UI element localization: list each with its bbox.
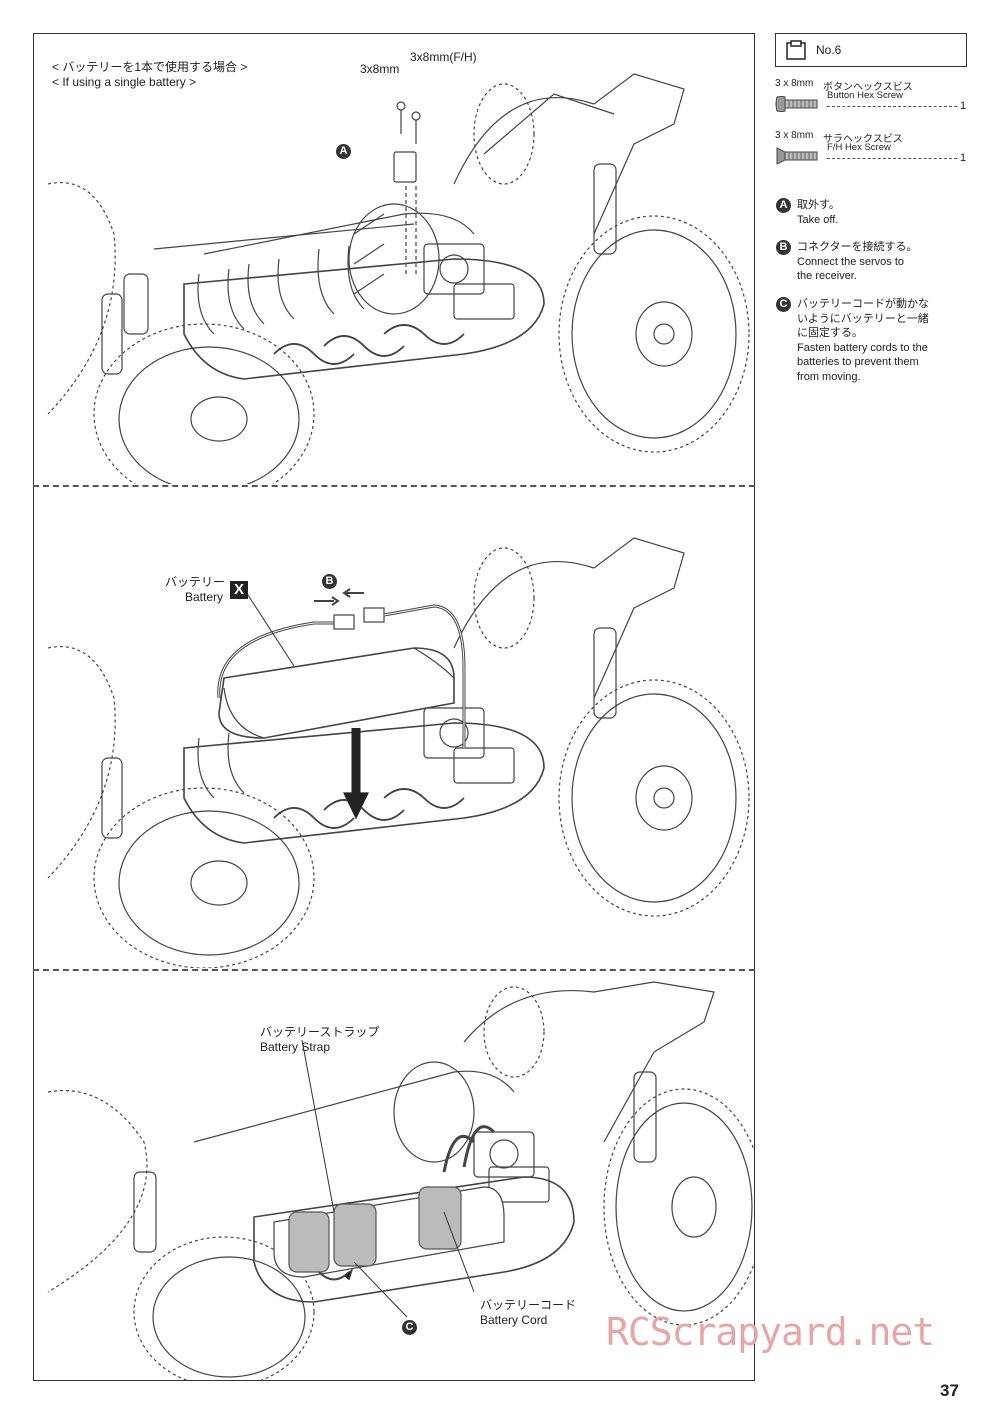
watermark: RCScrapyard.net (606, 1310, 935, 1354)
part-name-jp: サラヘックスビス (823, 134, 903, 145)
step-c-icon: C (776, 297, 791, 312)
step-b-jp: コネクターを接続する。 (797, 241, 918, 253)
callout-c-icon: C (402, 1320, 417, 1335)
step-b-icon: B (776, 240, 791, 255)
screw-label-button: 3x8mm (360, 62, 400, 76)
panel-3-illustration (47, 981, 754, 1380)
step-c: C バッテリーコードが動かな いようにバッテリーと一緒 に固定する。 Faste… (776, 297, 976, 387)
battery-label-en: Battery (185, 590, 224, 604)
single-battery-note-en: < If using a single battery > (52, 75, 197, 89)
parts-bag-box: No.6 (775, 33, 967, 67)
step-c-jp-2: いようにバッテリーと一緒 (797, 312, 929, 325)
step-a-jp: 取外す。 (797, 199, 840, 211)
part-name-jp: ボタンヘックスビス (823, 82, 913, 93)
step-a-icon: A (776, 198, 791, 213)
step-a-en: Take off. (797, 213, 839, 226)
illustration-frame (33, 33, 755, 1381)
part-qty: 1 (960, 100, 967, 112)
callout-a-icon: A (336, 144, 351, 159)
x-mark-icon: X (230, 581, 248, 599)
step-b-en-2: the receiver. (797, 270, 857, 282)
strap-label-jp: バッテリーストラップ (260, 1025, 380, 1039)
step-c-en-2: batteries to prevent them (797, 356, 919, 368)
part-qty: 1 (960, 152, 967, 164)
panel-divider-2 (33, 969, 755, 971)
panel-1-illustration (47, 73, 750, 484)
step-c-en-1: Fasten battery cords to the (797, 341, 928, 354)
fh-hex-screw-icon (776, 147, 818, 165)
parts-bag-label: No.6 (816, 43, 842, 57)
step-b: B コネクターを接続する。 Connect the servos to the … (776, 240, 976, 286)
page-number: 37 (940, 1381, 959, 1400)
step-c-jp-3: に固定する。 (797, 327, 863, 339)
cord-label-jp: バッテリーコード (480, 1298, 577, 1312)
strap-label-en: Battery Strap (260, 1040, 331, 1054)
panel-divider-1 (33, 485, 755, 487)
battery-label-jp: バッテリー (165, 575, 226, 589)
part-dots (827, 106, 957, 107)
panel-2-illustration (47, 537, 750, 968)
single-battery-note-jp: < バッテリーを1本で使用する場合 > (52, 60, 248, 74)
screw-label-flat: 3x8mm(F/H) (410, 50, 477, 64)
step-c-en-3: from moving. (797, 370, 861, 383)
part-size: 3 x 8mm (775, 130, 814, 141)
step-b-en-1: Connect the servos to (797, 255, 905, 268)
part-dots (827, 158, 957, 159)
button-hex-screw-icon (775, 96, 818, 112)
part-name-en: F/H Hex Screw (827, 142, 891, 153)
part-name-en: Button Hex Screw (827, 90, 904, 101)
step-c-jp-1: バッテリーコードが動かな (797, 298, 929, 310)
part-size: 3 x 8mm (775, 78, 814, 89)
step-a: A 取外す。 Take off. (776, 198, 976, 230)
callout-b-icon: B (322, 574, 337, 589)
cord-label-en: Battery Cord (480, 1313, 548, 1327)
parts-bag-icon (786, 40, 806, 60)
